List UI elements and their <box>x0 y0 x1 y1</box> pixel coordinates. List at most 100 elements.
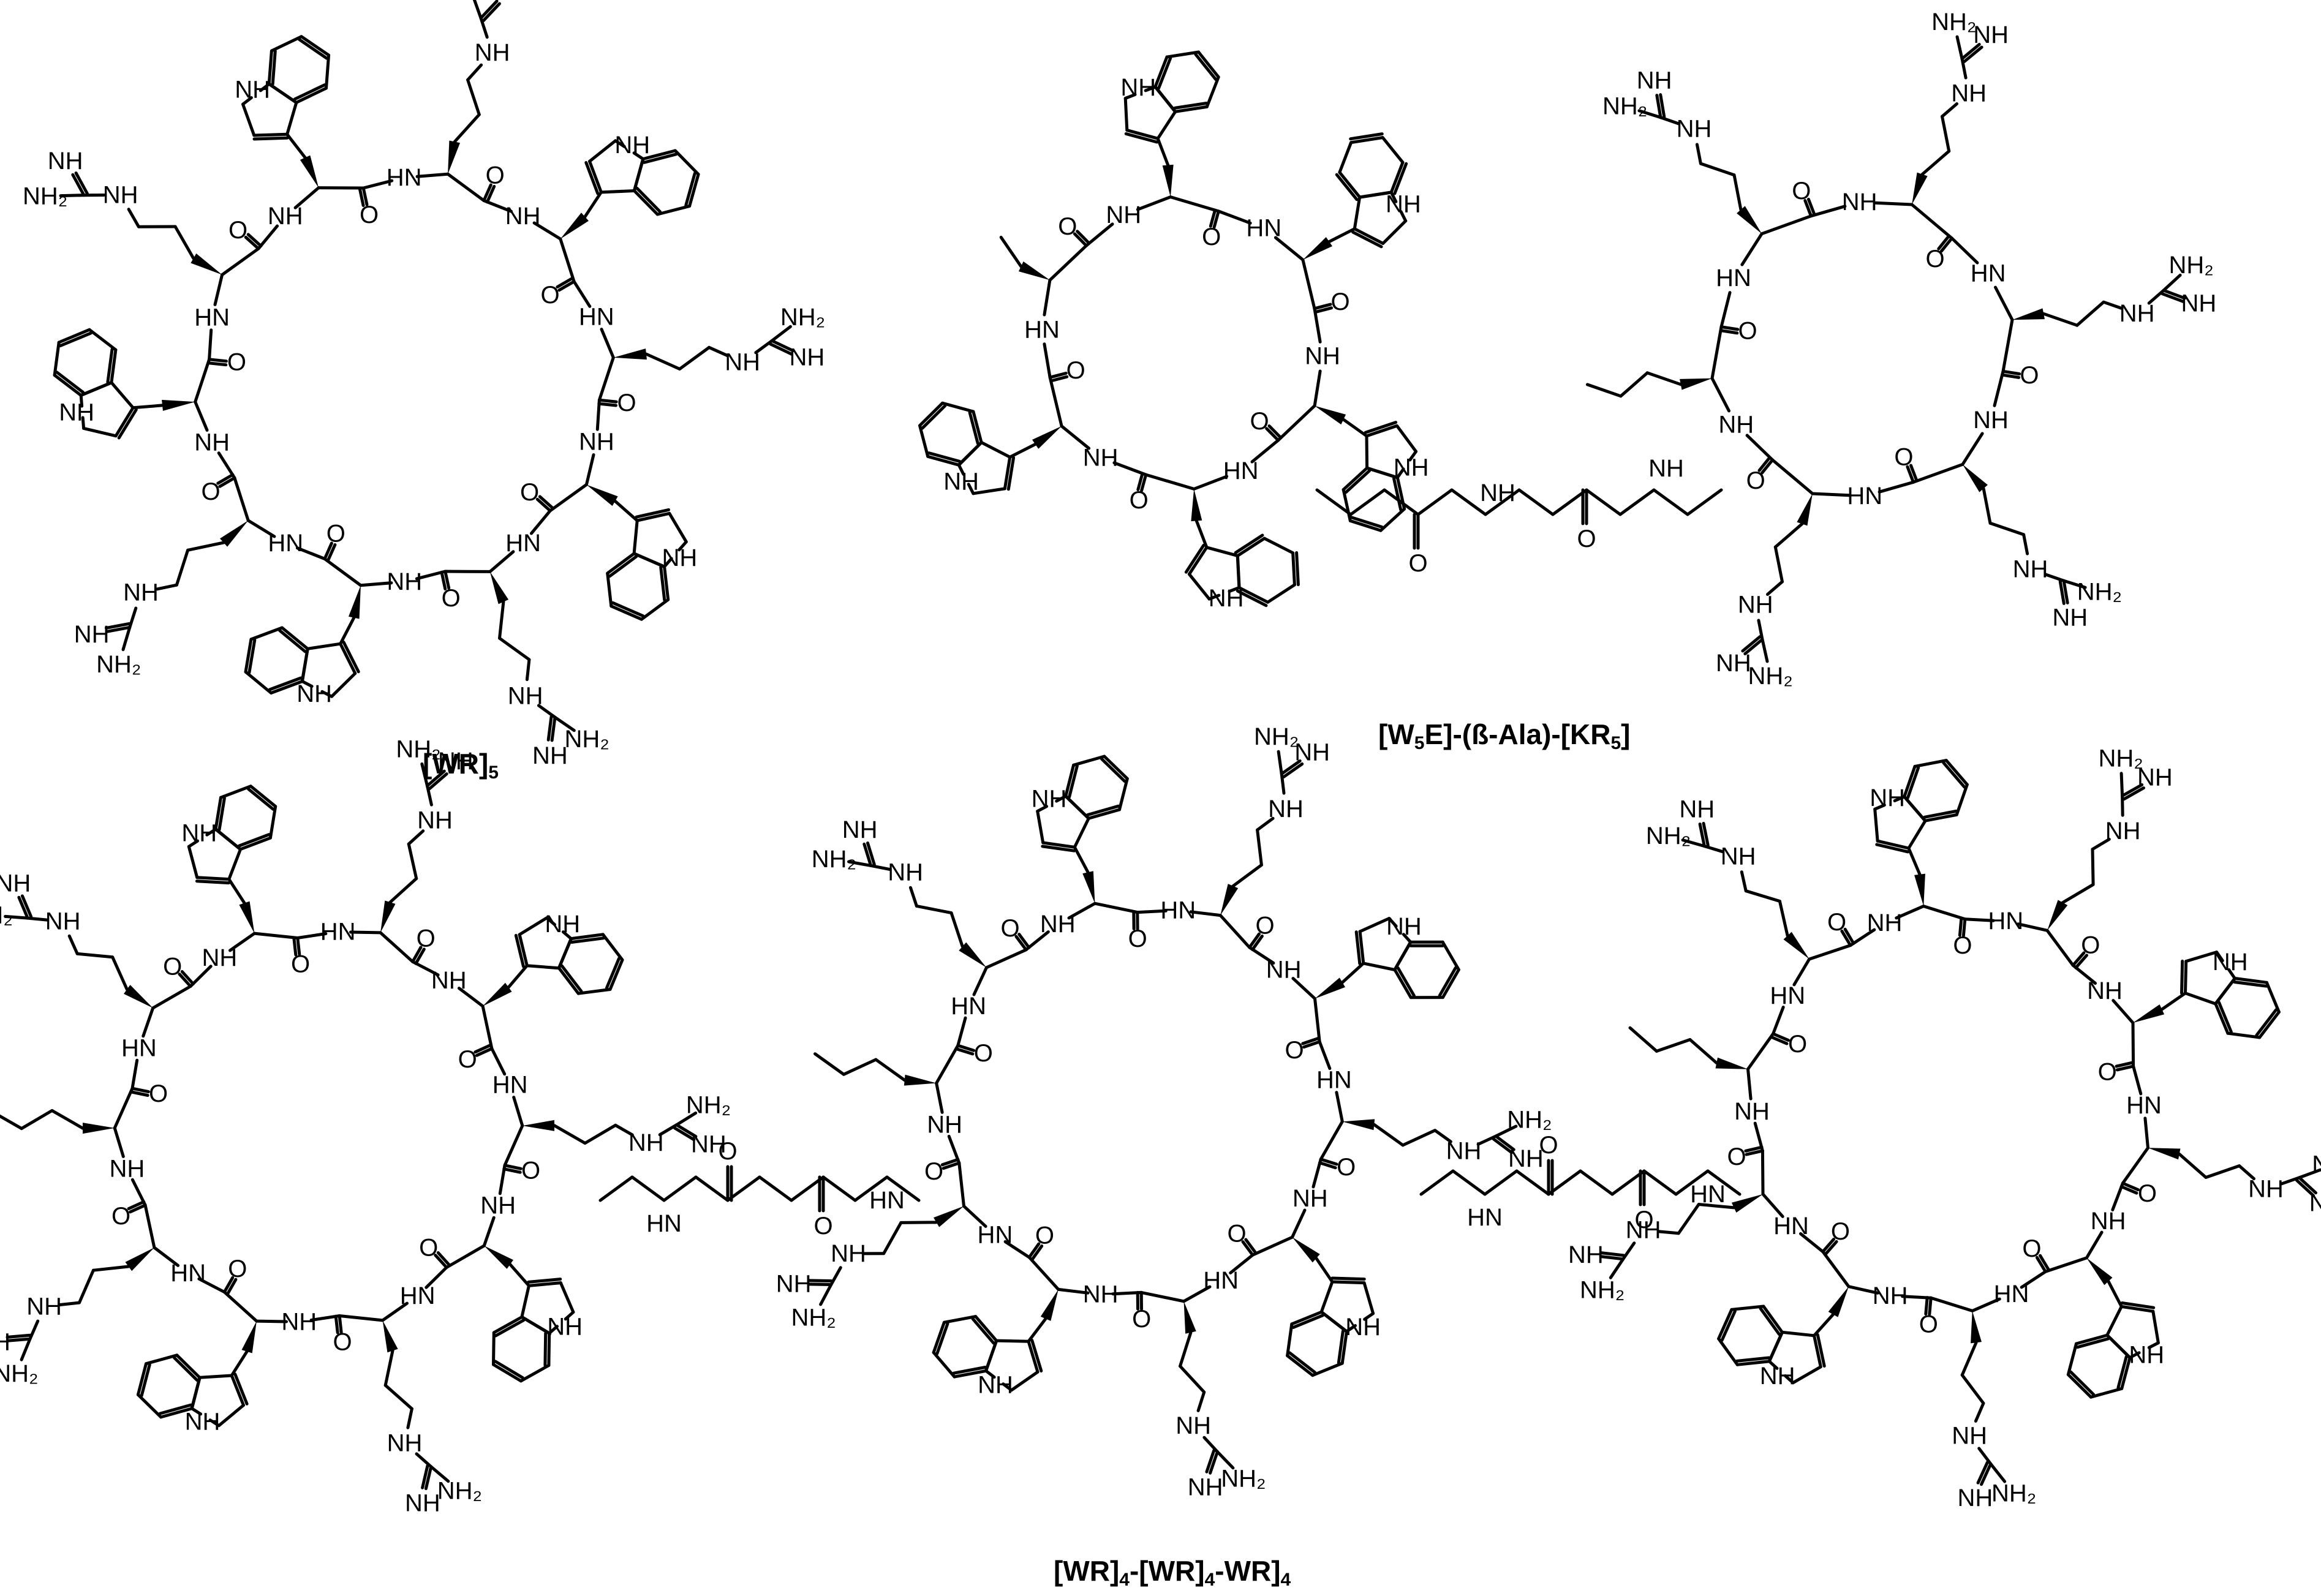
bond-329 <box>2162 273 2182 292</box>
bond-52 <box>684 171 696 207</box>
bond-237 <box>1144 473 1196 491</box>
atom-label-nh: NH <box>1394 454 1429 481</box>
bond-323 <box>2042 312 2079 327</box>
bond-401 <box>426 769 446 788</box>
stereo-wedge-bond <box>586 484 618 506</box>
bond-127 <box>218 476 236 488</box>
bond-231 <box>1348 519 1383 532</box>
stereo-wedge-bond <box>382 1320 398 1353</box>
bond-851 <box>885 1175 921 1202</box>
bond-292 <box>1619 371 1649 398</box>
bond-765 <box>2116 1355 2128 1390</box>
bond-412 <box>518 916 549 936</box>
bond-173 <box>1212 209 1220 229</box>
bond-487 <box>158 1403 192 1415</box>
bond-663 <box>935 1044 960 1085</box>
bond-421 <box>608 958 624 991</box>
bond-716 <box>2112 999 2135 1025</box>
stereo-wedge-bond <box>1292 1237 1320 1263</box>
bond-506 <box>113 1126 125 1158</box>
atom-label-nh2: NH₂ <box>1602 92 1647 119</box>
bond-308 <box>1950 236 1979 265</box>
bond-218 <box>1267 424 1283 440</box>
bond-769 <box>2066 1342 2078 1376</box>
bond-410 <box>518 933 529 968</box>
bond-207 <box>1393 162 1408 195</box>
bond-275 <box>918 401 945 427</box>
bond-782 <box>1976 1461 1989 1485</box>
bond-717 <box>2131 1021 2135 1068</box>
atom-label-hn: HN <box>387 164 422 191</box>
bond-294 <box>1740 232 1764 266</box>
bond-459 <box>494 1319 526 1338</box>
bond-344 <box>1745 434 1775 462</box>
bond-758 <box>2151 1309 2160 1345</box>
bond-470 <box>421 1464 429 1489</box>
bond-800 <box>1717 1337 1739 1366</box>
bond-756 <box>2119 1304 2155 1313</box>
atom-label-nh: NH <box>1083 445 1119 472</box>
bond-565 <box>1340 962 1365 984</box>
bond-248 <box>1228 586 1241 593</box>
bond-482 <box>198 1374 233 1379</box>
atom-label-nh: NH <box>1188 1474 1223 1500</box>
bond-439 <box>445 1244 486 1269</box>
stereo-wedge-bond <box>448 140 461 175</box>
atom-label-nh2: NH₂ <box>2169 252 2214 279</box>
bond-404 <box>457 987 485 1008</box>
bond-2 <box>361 179 394 190</box>
bond-546 <box>1087 808 1121 820</box>
atom-label-nh: NH <box>790 344 825 371</box>
bond-801 <box>1717 1308 1734 1341</box>
atom-label-nh: NH <box>1294 739 1330 766</box>
bond-762 <box>2128 1351 2141 1360</box>
bond-802 <box>1720 1309 1737 1342</box>
atom-label-nh: NH <box>2137 764 2173 791</box>
atom-label-nh: NH <box>417 807 453 834</box>
bond-825 <box>1628 1026 1658 1053</box>
bond-70 <box>529 509 552 535</box>
stereo-wedge-bond <box>484 1246 513 1269</box>
stereo-wedge-bond <box>1971 1311 1982 1344</box>
bond-416 <box>561 930 573 941</box>
bond-295 <box>1760 214 1813 236</box>
bond-627 <box>1215 1450 1235 1470</box>
bond-402 <box>428 772 448 791</box>
atom-label-hn: HN <box>1316 1066 1352 1093</box>
bond-125 <box>233 476 250 522</box>
bond-287 <box>1710 325 1723 380</box>
bond-0 <box>293 186 320 209</box>
bond-680 <box>866 841 876 867</box>
bond-539 <box>1064 794 1090 820</box>
bond-168 <box>74 171 89 195</box>
bond-520 <box>75 952 115 959</box>
bond-88 <box>606 552 636 575</box>
bond-431 <box>553 1124 587 1145</box>
bond-310 <box>1937 234 1951 250</box>
bond-827 <box>1808 944 1852 961</box>
bond-863 <box>1642 1169 1678 1196</box>
atom-label-oxygen: O <box>813 1213 832 1240</box>
bond-667 <box>874 1058 907 1082</box>
bond-612 <box>1288 1351 1316 1374</box>
bond-367 <box>1618 488 1656 516</box>
bond-39 <box>583 190 603 219</box>
bond-702 <box>1923 813 1958 822</box>
bond-236 <box>1192 475 1229 491</box>
bond-464 <box>334 1314 339 1334</box>
bond-86 <box>611 601 645 618</box>
bond-268 <box>979 441 1012 459</box>
stereo-wedge-bond <box>613 348 647 360</box>
bond-393 <box>379 931 415 963</box>
bond-96 <box>498 636 531 661</box>
bond-671 <box>984 948 1028 969</box>
atom-label-nh2: NH₂ <box>1254 723 1299 750</box>
bond-232 <box>1349 516 1384 529</box>
bond-134 <box>104 622 131 630</box>
bond-606 <box>1345 1324 1357 1333</box>
bond-708 <box>2074 954 2088 969</box>
bond-697 <box>1906 766 1920 800</box>
stereo-wedge-bond <box>162 399 195 411</box>
bond-346 <box>1757 456 1772 472</box>
bond-21 <box>293 83 326 101</box>
